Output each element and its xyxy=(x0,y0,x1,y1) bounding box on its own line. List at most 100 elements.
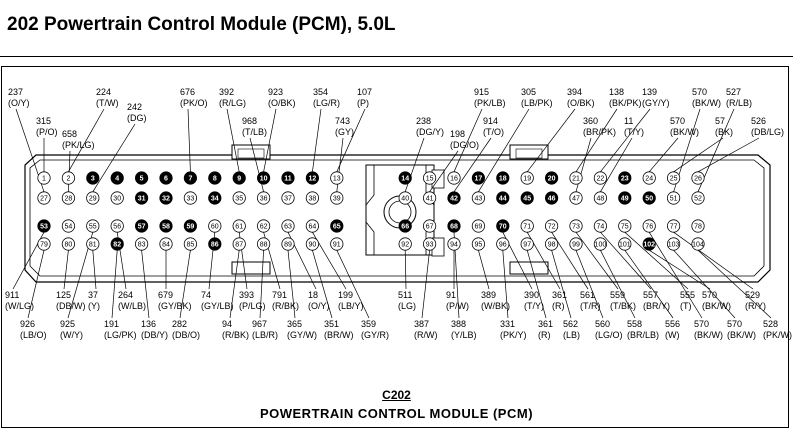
wire-color-359: (GY/R) xyxy=(361,330,389,340)
wire-color-511: (LG) xyxy=(398,301,416,311)
pin-53-number: 53 xyxy=(40,223,48,230)
pin-26-cavity xyxy=(691,171,705,185)
wire-circuit-224: 224 xyxy=(96,87,111,97)
pin-85-cavity xyxy=(183,237,197,251)
wire-circuit-570: 570 xyxy=(702,290,717,300)
wire-circuit-556: 556 xyxy=(665,319,680,329)
pin-52-cavity xyxy=(691,191,705,205)
pin-3-number: 3 xyxy=(91,175,95,182)
wire-color-390: (T/Y) xyxy=(524,301,544,311)
wire-circuit-558: 558 xyxy=(627,319,642,329)
pin-103-number: 103 xyxy=(668,241,680,248)
pin-64-number: 64 xyxy=(309,223,317,230)
wire-color-556: (W) xyxy=(665,330,680,340)
wire-circuit-511: 511 xyxy=(398,290,412,300)
pin-17-cavity xyxy=(471,171,485,185)
pin-19-cavity xyxy=(520,171,534,185)
pin-66-number: 66 xyxy=(401,223,409,230)
pin-2-cavity xyxy=(61,171,76,185)
wire-circuit-559: 559 xyxy=(610,290,625,300)
leader-to-pin-82 xyxy=(111,250,118,319)
pin-69-cavity xyxy=(471,219,485,233)
wire-circuit-305: 305 xyxy=(521,87,536,97)
pin-71-number: 71 xyxy=(523,223,531,230)
wire-color-915: (PK/LB) xyxy=(474,98,506,108)
leader-to-pin-85 xyxy=(179,250,191,319)
leader-to-pin-10 xyxy=(263,108,277,172)
pin-96-cavity xyxy=(496,237,510,251)
pin-24-number: 24 xyxy=(645,175,653,182)
pin-86-cavity xyxy=(208,237,222,251)
pin-68-number: 68 xyxy=(450,223,458,230)
leader-to-pin-88 xyxy=(259,250,264,319)
pin-2-number: 2 xyxy=(66,175,70,182)
pin-76-number: 76 xyxy=(645,223,653,230)
leader-to-pin-77 xyxy=(673,231,754,290)
pin-73-number: 73 xyxy=(572,223,580,230)
pin-25-cavity xyxy=(666,171,681,185)
pin-75-cavity xyxy=(618,219,632,233)
wire-circuit-679: 679 xyxy=(158,290,173,300)
pin-89-number: 89 xyxy=(284,241,292,248)
pin-20-number: 20 xyxy=(548,175,556,182)
wire-circuit-968: 968 xyxy=(242,116,257,126)
pin-4-number: 4 xyxy=(115,175,119,182)
wire-circuit-561: 561 xyxy=(580,290,595,300)
pin-82-cavity xyxy=(110,237,124,251)
leader-to-pin-96 xyxy=(502,250,509,319)
wire-circuit-562: 562 xyxy=(563,319,578,329)
leader-to-pin-103 xyxy=(673,249,736,319)
leader-to-pin-102 xyxy=(649,249,711,290)
pin-10-cavity xyxy=(256,171,271,185)
wire-circuit-354: 354 xyxy=(313,87,328,97)
pin-15-number: 15 xyxy=(426,175,434,182)
leader-to-pin-19 xyxy=(526,108,576,173)
wire-color-242: (DG) xyxy=(127,113,147,123)
pin-27-number: 27 xyxy=(40,195,48,202)
wire-circuit-658: 658 xyxy=(62,129,77,139)
wire-color-365: (GY/W) xyxy=(287,330,317,340)
wire-color-562: (LB) xyxy=(563,330,580,340)
pin-43-number: 43 xyxy=(475,195,483,202)
pin-67-cavity xyxy=(422,219,437,233)
pin-51-cavity xyxy=(666,191,681,205)
pin-102-number: 102 xyxy=(643,241,655,248)
wire-circuit-138: 138 xyxy=(609,87,624,97)
pin-98-number: 98 xyxy=(548,241,556,248)
wire-circuit-361: 361 xyxy=(538,319,553,329)
leader-to-pin-90 xyxy=(312,250,333,319)
pin-104-cavity xyxy=(691,237,705,251)
pin-31-cavity xyxy=(135,191,149,205)
wire-circuit-125: 125 xyxy=(56,290,71,300)
wire-color-264: (W/LB) xyxy=(118,301,146,311)
pin-99-cavity xyxy=(569,237,583,251)
wire-color-388: (Y/LB) xyxy=(451,330,477,340)
pin-19-number: 19 xyxy=(523,175,531,182)
wire-color-305: (LB/PK) xyxy=(521,98,553,108)
wire-circuit-560: 560 xyxy=(595,319,610,329)
pin-15-cavity xyxy=(422,171,437,185)
leader-to-pin-95 xyxy=(478,250,490,290)
wire-color-198: (DG/O) xyxy=(450,140,479,150)
pin-81-cavity xyxy=(86,237,100,251)
pin-42-cavity xyxy=(447,191,461,205)
leader-to-pin-25 xyxy=(673,137,724,173)
leader-to-pin-29 xyxy=(92,123,136,192)
pin-38-cavity xyxy=(305,191,319,205)
wire-color-74: (GY/LB) xyxy=(201,301,234,311)
connector-code: C202 xyxy=(382,388,411,402)
wire-circuit-911: 911 xyxy=(5,290,19,300)
pin-47-cavity xyxy=(569,191,583,205)
center-bolt-inner xyxy=(388,200,412,224)
pin-77-cavity xyxy=(666,219,681,233)
pin-103-cavity xyxy=(666,237,681,251)
wire-color-555: (T) xyxy=(680,301,692,311)
wire-color-914: (T/O) xyxy=(483,127,504,137)
pin-17-number: 17 xyxy=(475,175,483,182)
pin-10-number: 10 xyxy=(260,175,268,182)
pin-12-cavity xyxy=(305,171,319,185)
pin-13-cavity xyxy=(330,171,344,185)
pin-101-number: 101 xyxy=(619,241,631,248)
leader-to-pin-7 xyxy=(187,108,191,172)
wire-color-393: (P/LG) xyxy=(239,301,266,311)
